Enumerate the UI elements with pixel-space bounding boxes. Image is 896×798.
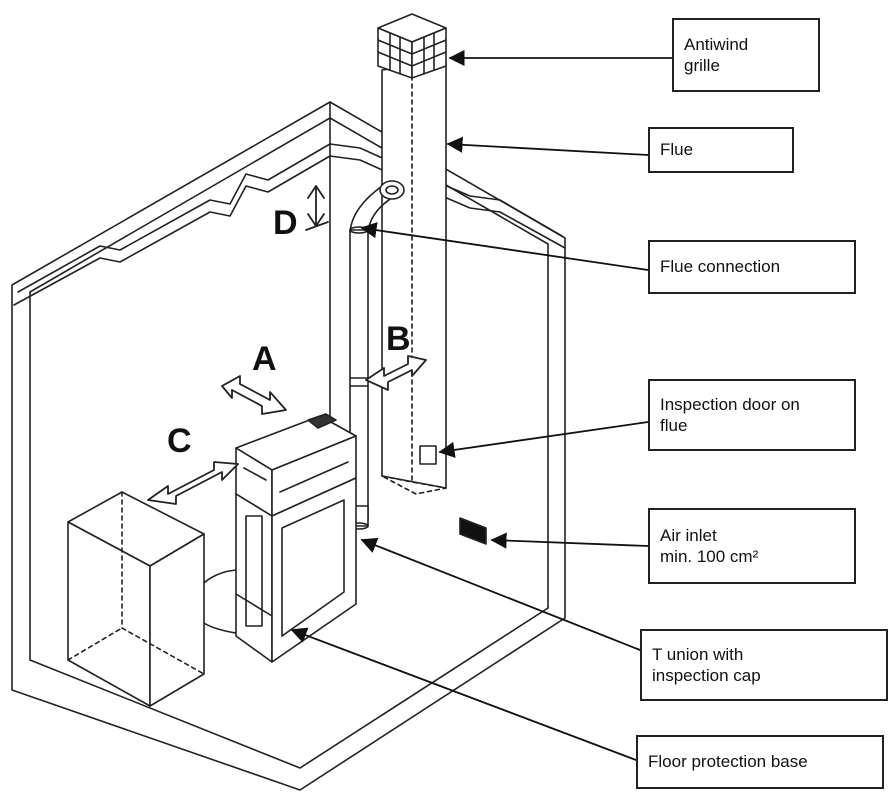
callout-antiwind-grille: Antiwind grille [672,18,820,92]
callout-flue: Flue [648,127,794,173]
callout-flue-connection: Flue connection [648,240,856,294]
cabinet [67,491,205,707]
stove [235,413,357,663]
callout-text: Flue connection [660,257,781,277]
callout-text: Flue [660,140,694,160]
callout-t-union: T union with inspection cap [640,629,888,701]
clearance-arrows [147,185,427,505]
dimension-label-a: A [252,340,277,378]
antiwind-grille [377,13,447,79]
room-walls [11,101,566,791]
callout-text-line2: min. 100 cm² [660,547,759,566]
dimension-label-d: D [273,204,298,242]
leader-lines [290,49,673,761]
callout-text: Inspection door on flue [660,394,800,435]
callout-text: T union with inspection cap [652,644,761,685]
callout-air-inlet: Air inlet min. 100 cm² [648,508,856,584]
callout-text: Floor protection base [648,752,808,772]
callout-text: Antiwind grille [684,34,749,75]
callout-text-line1: Air inlet [660,525,717,545]
dimension-label-b: B [386,320,411,358]
dimension-label-c: C [167,422,192,460]
callout-floor-base: Floor protection base [636,735,884,789]
chimney-flue [381,61,447,495]
air-inlet-grille [459,517,487,545]
callout-inspection-door: Inspection door on flue [648,379,856,451]
inspection-door [419,445,437,465]
